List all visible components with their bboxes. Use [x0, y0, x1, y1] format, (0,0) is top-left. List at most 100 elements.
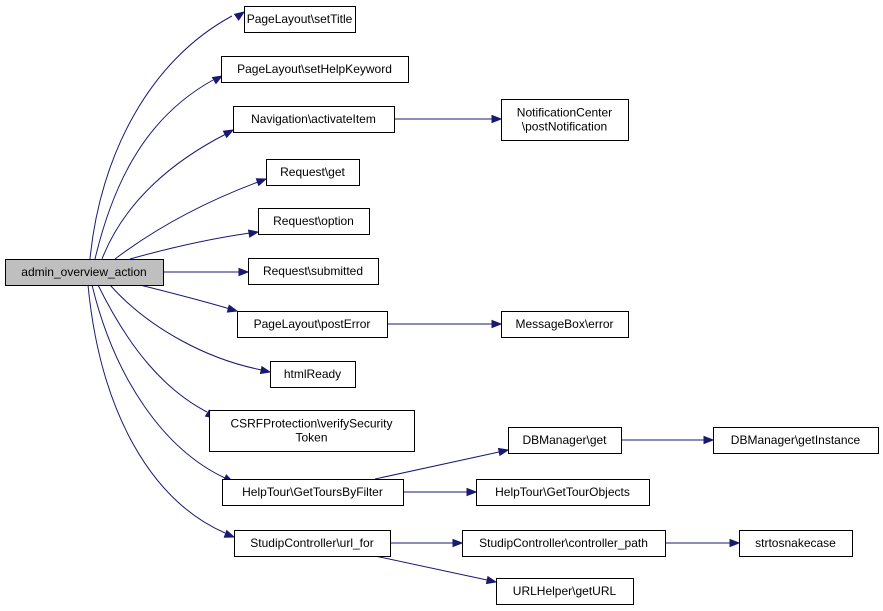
edge-postError-to-messageBoxError — [387, 319, 503, 329]
node-box — [5, 259, 164, 286]
edge-controllerPath-to-strtosnakecase — [665, 538, 741, 548]
edge-line — [94, 79, 214, 260]
arrowhead-icon — [259, 365, 272, 375]
edge-urlFor-to-getURL — [374, 555, 498, 585]
node-setHelpKeyword[interactable]: PageLayout\setHelpKeyword — [221, 56, 409, 83]
node-box — [234, 530, 391, 557]
node-box — [258, 208, 370, 235]
node-getURL[interactable]: URLHelper\getURL — [496, 578, 634, 605]
node-strtosnakecase[interactable]: strtosnakecase — [739, 530, 853, 557]
edges-layer — [87, 11, 741, 585]
node-box — [237, 311, 388, 338]
node-root[interactable]: admin_overview_action — [5, 259, 164, 286]
arrowhead-icon — [255, 178, 268, 187]
node-activateItem[interactable]: Navigation\activateItem — [233, 106, 395, 133]
node-requestGet[interactable]: Request\get — [266, 159, 360, 186]
node-postError[interactable]: PageLayout\postError — [237, 311, 388, 338]
node-box — [244, 6, 356, 33]
node-box — [739, 530, 853, 557]
node-box — [496, 578, 634, 605]
edge-root-to-requestGet — [114, 178, 268, 260]
nodes-layer: admin_overview_action PageLayout\setTitle… — [5, 6, 879, 605]
edge-root-to-setTitle — [89, 11, 246, 260]
node-label: Navigation\activateItem — [251, 112, 376, 126]
arrowhead-icon — [491, 114, 503, 124]
node-box — [221, 56, 409, 83]
edge-root-to-postError — [139, 284, 239, 313]
edge-dbGet-to-dbGetInstance — [621, 435, 715, 445]
edge-root-to-requestSubmitted — [163, 267, 250, 277]
node-label: HelpTour\GetTourObjects — [495, 485, 630, 499]
node-requestOption[interactable]: Request\option — [258, 208, 370, 235]
arrowhead-icon — [491, 319, 503, 329]
node-requestSubmitted[interactable]: Request\submitted — [248, 258, 379, 285]
edge-root-to-htmlReady — [109, 284, 272, 375]
edge-line — [374, 451, 500, 480]
node-box — [233, 106, 395, 133]
arrowhead-icon — [247, 229, 260, 238]
edge-line — [374, 555, 488, 581]
edge-getToursByFilter-to-dbGet — [374, 447, 510, 480]
node-label: DBManager\get — [522, 433, 607, 447]
node-box — [476, 479, 650, 506]
arrowhead-icon — [452, 538, 464, 548]
node-htmlReady[interactable]: htmlReady — [270, 361, 356, 388]
edge-root-to-requestOption — [129, 229, 260, 260]
node-box — [508, 427, 622, 454]
node-dbGet[interactable]: DBManager\get — [508, 427, 622, 454]
node-getToursByFilter[interactable]: HelpTour\GetToursByFilter — [222, 479, 404, 506]
edge-activateItem-to-postNotification — [394, 114, 503, 124]
node-label: URLHelper\getURL — [513, 584, 617, 598]
node-label: Request\get — [280, 165, 345, 179]
arrowhead-icon — [703, 435, 715, 445]
edge-line — [101, 133, 227, 260]
edge-line — [129, 232, 251, 260]
arrowhead-icon — [222, 129, 235, 139]
node-label: HelpTour\GetToursByFilter — [242, 485, 383, 499]
node-label: PageLayout\postError — [254, 317, 371, 331]
edge-root-to-getToursByFilter — [91, 284, 235, 483]
node-messageBoxError[interactable]: MessageBox\error — [501, 311, 629, 338]
node-controllerPath[interactable]: StudipController\controller_path — [462, 530, 666, 557]
node-dbGetInstance[interactable]: DBManager\getInstance — [713, 427, 879, 454]
node-box — [462, 530, 666, 557]
node-getTourObjects[interactable]: HelpTour\GetTourObjects — [476, 479, 650, 506]
node-label: CSRFProtection\verifySecurity — [230, 417, 392, 431]
node-label: \postNotification — [522, 120, 607, 134]
arrowhead-icon — [211, 75, 224, 85]
node-box — [248, 258, 379, 285]
node-label: Request\option — [273, 214, 354, 228]
node-box — [222, 479, 404, 506]
edge-line — [87, 284, 226, 534]
edge-line — [139, 284, 231, 310]
node-box — [209, 410, 415, 452]
edge-root-to-setHelpKeyword — [94, 75, 224, 260]
edge-root-to-urlFor — [87, 284, 236, 538]
arrowhead-icon — [226, 304, 239, 313]
node-label: htmlReady — [284, 367, 341, 381]
arrowhead-icon — [485, 575, 498, 585]
arrowhead-icon — [497, 447, 510, 457]
node-postNotification[interactable]: NotificationCenter\postNotification — [501, 99, 629, 141]
node-urlFor[interactable]: StudipController\url_for — [234, 530, 391, 557]
node-label: StudipController\controller_path — [479, 536, 648, 550]
node-label: strtosnakecase — [755, 536, 836, 550]
edge-root-to-activateItem — [101, 129, 235, 260]
node-box — [266, 159, 360, 186]
edge-urlFor-to-controllerPath — [390, 538, 464, 548]
node-label: PageLayout\setTitle — [247, 12, 353, 26]
edge-getToursByFilter-to-getTourObjects — [403, 487, 478, 497]
arrowhead-icon — [223, 529, 236, 538]
node-label: NotificationCenter — [517, 106, 612, 120]
arrowhead-icon — [466, 487, 478, 497]
node-label: PageLayout\setHelpKeyword — [237, 62, 392, 76]
edge-line — [91, 284, 226, 479]
node-box — [501, 99, 629, 141]
node-setTitle[interactable]: PageLayout\setTitle — [244, 6, 356, 33]
arrowhead-icon — [729, 538, 741, 548]
edge-line — [97, 284, 208, 413]
node-box — [270, 361, 356, 388]
node-box — [713, 427, 879, 454]
